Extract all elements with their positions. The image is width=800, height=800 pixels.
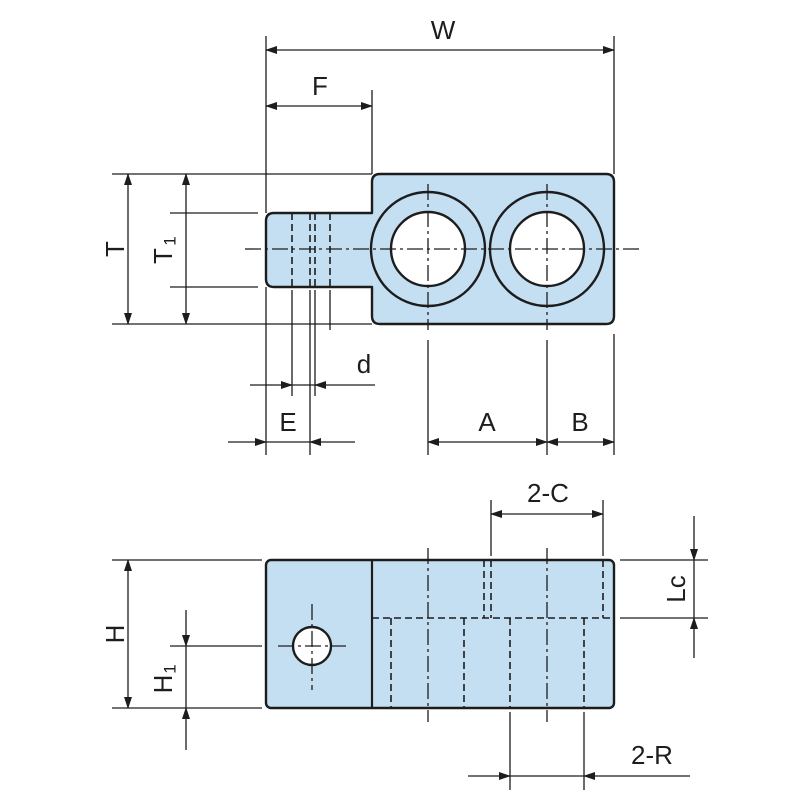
dim-label-d: d [357, 349, 371, 379]
tab-hidden-lines [291, 213, 331, 287]
front-view-center-lines [278, 548, 548, 722]
front-view: 2-C H H 1 Lc 2-R [100, 478, 708, 790]
dim-label-a: A [478, 407, 496, 437]
dim-label-h1: H 1 [148, 664, 180, 693]
front-view-hidden-lines [372, 560, 614, 708]
dim-label-t1-sub: 1 [161, 236, 180, 245]
dim-label-r: 2-R [631, 740, 673, 770]
dim-label-e: E [279, 407, 296, 437]
dim-label-h1-sub: 1 [161, 664, 180, 673]
dim-label-f: F [312, 71, 328, 101]
front-view-body-outline [264, 558, 616, 710]
top-view-center-lines [245, 184, 640, 330]
dim-label-t: T [100, 241, 130, 257]
dim-label-c: 2-C [527, 478, 569, 508]
dim-label-h1-main: H [148, 675, 178, 694]
dim-label-h: H [100, 625, 130, 644]
dim-label-t1-main: T [148, 248, 178, 264]
dim-label-lc: Lc [661, 575, 691, 602]
dim-label-b: B [571, 407, 588, 437]
top-view: W F T T 1 d E A B [100, 15, 640, 455]
dim-label-w: W [431, 15, 456, 45]
dim-label-t1: T 1 [148, 236, 180, 264]
